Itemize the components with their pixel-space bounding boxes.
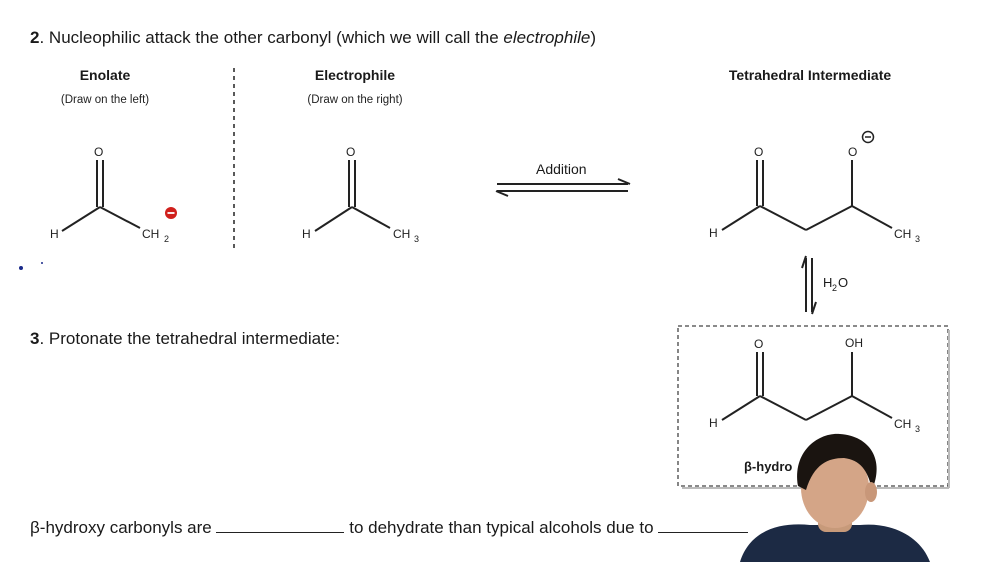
presenter-video [740, 433, 930, 562]
water-h-label: H [823, 275, 832, 290]
presenter-shirt [740, 524, 930, 562]
product-ch-label: CH [894, 417, 911, 431]
water-equilibrium-arrow: H 2 O [801, 255, 848, 315]
product-name-label: β-hydro [744, 459, 792, 474]
step-2-text: Nucleophilic attack the other carbonyl (… [48, 28, 504, 47]
ti-ch-label: CH [894, 227, 911, 241]
ti-ch-subscript: 3 [915, 234, 920, 244]
enolate-h-label: H [50, 227, 59, 241]
product-oh-label: OH [845, 336, 863, 350]
pen-mark [19, 266, 23, 270]
ti-alkoxide-o-label: O [848, 145, 857, 159]
presenter-ear [865, 482, 877, 502]
fill-in-sentence: β-hydroxy carbonyls are to dehydrate tha… [30, 516, 749, 538]
sentence-part-1: β-hydroxy carbonyls are [30, 518, 212, 537]
ti-carbonyl-o-label: O [754, 145, 763, 159]
water-o-label: O [838, 275, 848, 290]
step-2-number: 2 [30, 28, 40, 47]
electrophile-h-label: H [302, 227, 311, 241]
tetrahedral-intermediate-molecule: O O H CH 3 [709, 130, 920, 244]
answer-blank-1[interactable] [216, 516, 345, 533]
product-o-label: O [754, 337, 763, 351]
electrophile-molecule: O H CH 3 [302, 145, 419, 244]
product-ch-subscript: 3 [915, 424, 920, 434]
enolate-ch-label: CH [142, 227, 159, 241]
beta-hydroxy-product-molecule: O OH H CH 3 [709, 336, 920, 434]
presenter-hair [797, 433, 877, 490]
enolate-subheading: (Draw on the left) [60, 94, 150, 106]
water-subscript: 2 [832, 283, 837, 293]
enolate-ch-subscript: 2 [164, 234, 169, 244]
presenter-face [801, 448, 869, 528]
electrophile-subheading: (Draw on the right) [307, 94, 403, 106]
addition-equilibrium-arrow: Addition [495, 161, 631, 197]
product-h-label: H [709, 416, 718, 430]
electrophile-o-label: O [346, 145, 355, 159]
step-2-heading: 2. Nucleophilic attack the other carbony… [30, 28, 597, 47]
electrophile-ch-label: CH [393, 227, 410, 241]
enolate-o-label: O [94, 145, 103, 159]
tetrahedral-heading: Tetrahedral Intermediate [728, 67, 892, 83]
answer-blank-2[interactable] [658, 516, 749, 533]
step-3-text: Protonate the tetrahedral intermediate: [48, 329, 340, 348]
electrophile-ch-subscript: 3 [414, 234, 419, 244]
step-3-number: 3 [30, 329, 40, 348]
sentence-part-2: to dehydrate than typical alcohols due t… [349, 518, 654, 537]
step-3-heading: 3. Protonate the tetrahedral intermediat… [30, 329, 340, 348]
electrophile-heading: Electrophile [314, 67, 396, 83]
step-2-close: ) [590, 28, 597, 47]
enolate-heading: Enolate [79, 67, 131, 83]
addition-label: Addition [536, 161, 587, 177]
enolate-molecule: O H CH 2 [50, 145, 177, 244]
step-2-italic: electrophile [503, 28, 591, 47]
pen-mark-small [41, 262, 43, 264]
ti-h-label: H [709, 226, 718, 240]
